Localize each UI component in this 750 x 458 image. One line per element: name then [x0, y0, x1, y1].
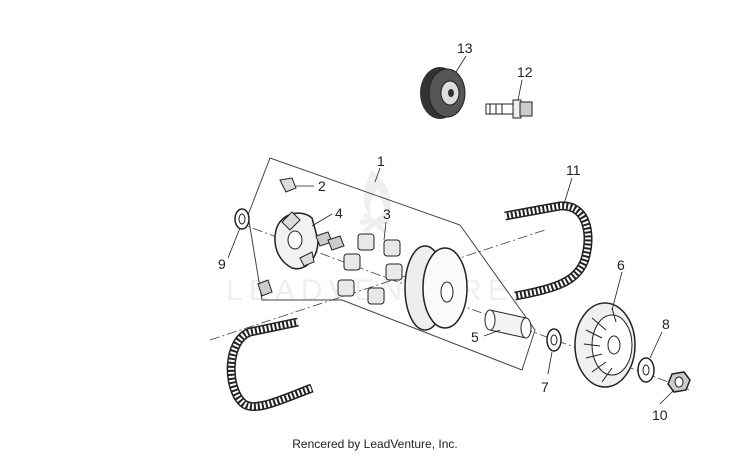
callout-8: 8: [662, 316, 670, 332]
part-slider-pieces: [257, 231, 345, 297]
flame-logo-icon: [363, 170, 391, 218]
callout-5: 5: [471, 329, 479, 345]
callout-11: 11: [566, 162, 581, 178]
part-9-washer: [234, 208, 250, 230]
part-drive-belt-lower: [226, 317, 314, 412]
part-variator-pulley: [404, 245, 468, 331]
callout-6: 6: [617, 257, 625, 273]
part-3-rollers: [337, 233, 403, 305]
part-10-nut: [667, 371, 691, 393]
callout-7: 7: [541, 379, 549, 395]
part-13-idler-pulley: [420, 67, 466, 119]
part-11-drive-belt: [504, 201, 593, 301]
part-5-bushing: [484, 309, 532, 339]
part-7-washer: [546, 328, 562, 352]
part-12-bolt: [485, 99, 533, 119]
part-6-fan-pulley: [574, 302, 636, 388]
callout-4: 4: [335, 205, 343, 221]
footer-credit: Rencered by LeadVenture, Inc.: [292, 437, 458, 451]
part-4-ramp-plate: [274, 211, 319, 270]
callout-labels: 1 2 3 4 5 6 7 8 9 10 11 12 13: [218, 40, 670, 423]
callout-2: 2: [318, 178, 326, 194]
callout-12: 12: [517, 64, 533, 80]
part-2-clip: [279, 177, 297, 193]
axis-line-belt: [209, 229, 546, 341]
callout-13: 13: [457, 40, 473, 56]
leader-lines: [227, 55, 675, 405]
callout-1: 1: [377, 153, 385, 169]
kit-outline: [247, 157, 536, 371]
part-8-washer: [637, 357, 655, 383]
callout-10: 10: [652, 407, 668, 423]
callout-9: 9: [218, 256, 226, 272]
callout-3: 3: [383, 206, 391, 222]
